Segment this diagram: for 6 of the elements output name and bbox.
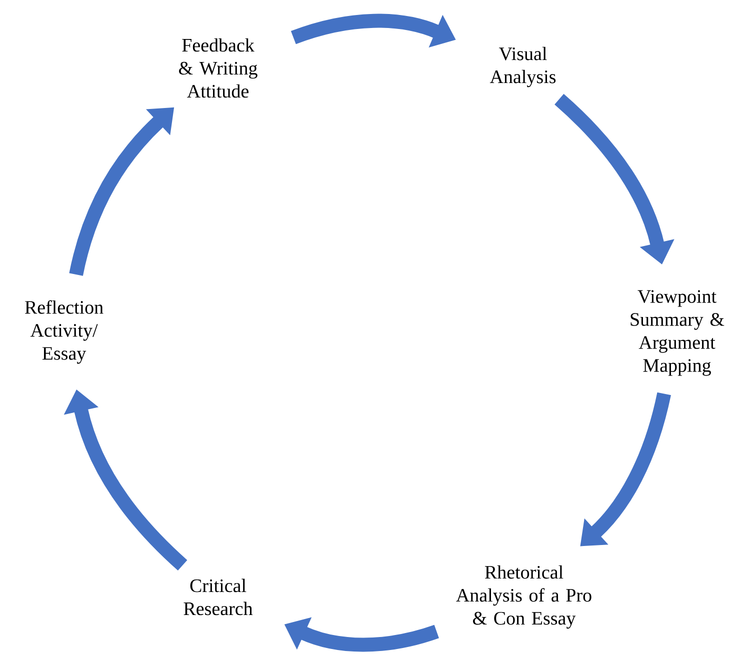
step-label: Critical Research	[184, 578, 253, 616]
step-label: Feedback & Writing Attitude	[179, 38, 258, 98]
step-label: Reflection Activity/ Essay	[25, 300, 104, 364]
step-label: Viewpoint Summary & Argument Mapping	[630, 290, 724, 376]
step-label: Rhetorical Analysis of a Pro & Con Essay	[456, 565, 592, 629]
step-label: Visual Analysis	[490, 46, 556, 88]
